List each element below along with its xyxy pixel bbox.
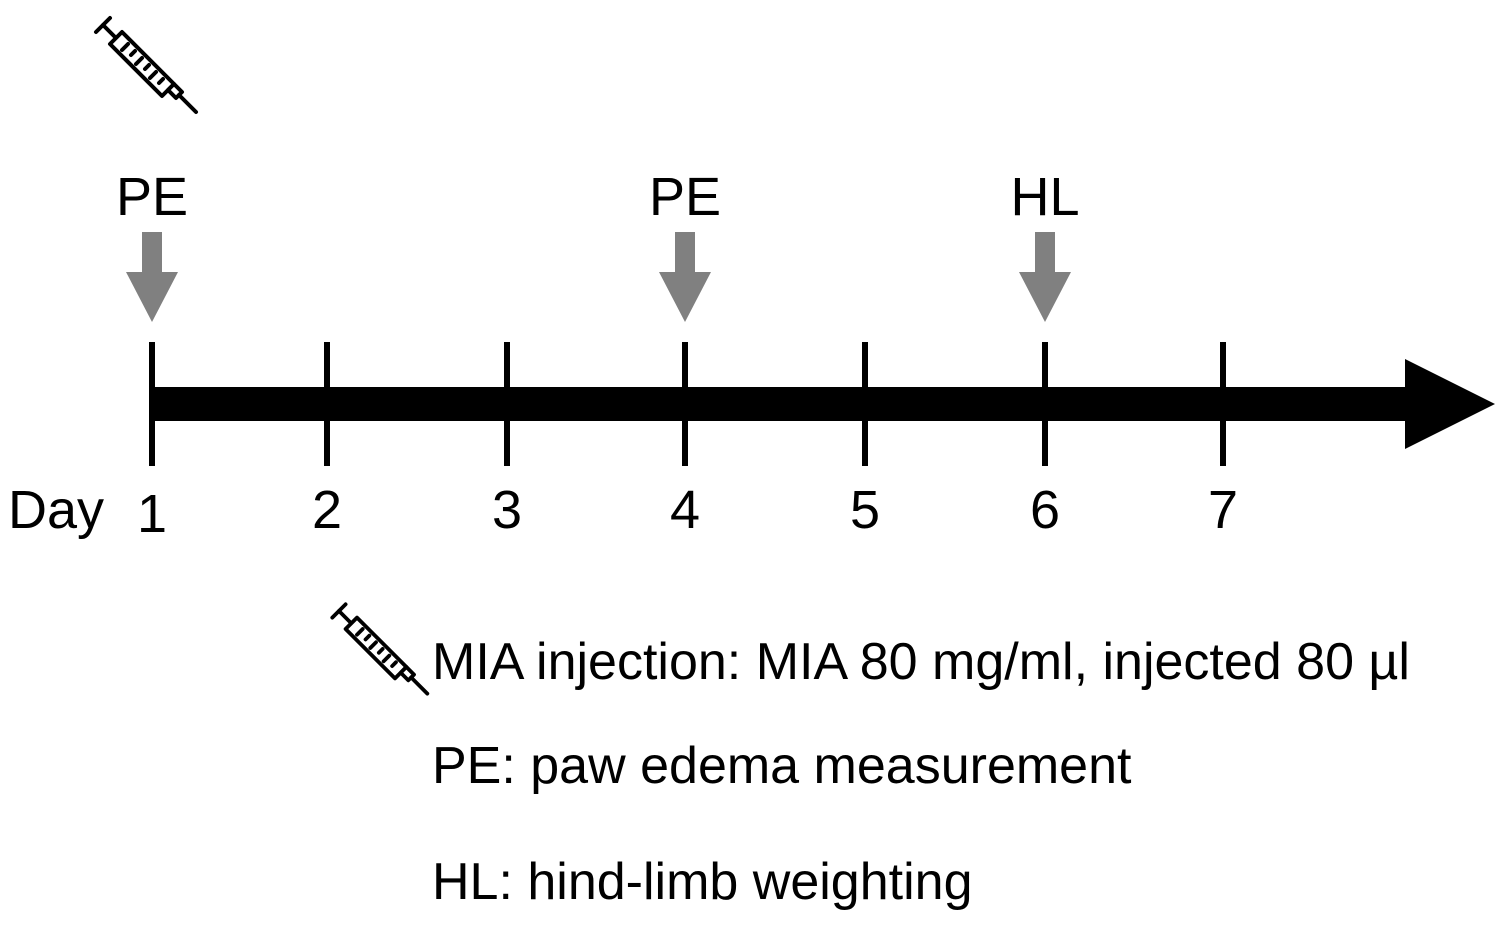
day-number-label: 7 bbox=[1207, 480, 1239, 540]
timeline-arrowhead bbox=[1405, 359, 1495, 449]
event-label: PE bbox=[115, 167, 189, 227]
event-label: HL bbox=[1010, 167, 1080, 227]
down-arrow-icon bbox=[126, 232, 178, 322]
down-arrow-icon bbox=[1019, 232, 1071, 322]
timeline-axis bbox=[150, 387, 1410, 421]
day-number-label: 5 bbox=[849, 480, 881, 540]
day-tick bbox=[149, 342, 155, 466]
day-tick bbox=[324, 342, 330, 466]
day-number-label: 2 bbox=[311, 480, 343, 540]
down-arrow-icon bbox=[659, 232, 711, 322]
legend-pe-text: PE: paw edema measurement bbox=[432, 737, 1132, 795]
day-tick bbox=[862, 342, 868, 466]
event-label: PE bbox=[648, 167, 722, 227]
day-axis-label: Day bbox=[8, 480, 105, 540]
day-number-label: 4 bbox=[669, 480, 701, 540]
day-number-label: 1 bbox=[136, 484, 168, 544]
syringe-icon bbox=[330, 602, 430, 696]
day-tick bbox=[1042, 342, 1048, 466]
syringe-icon bbox=[94, 16, 198, 114]
day-tick bbox=[1220, 342, 1226, 466]
day-tick bbox=[504, 342, 510, 466]
day-tick bbox=[682, 342, 688, 466]
legend-hl-text: HL: hind-limb weighting bbox=[432, 853, 973, 911]
day-number-label: 6 bbox=[1029, 480, 1061, 540]
legend-injection-text: MIA injection: MIA 80 mg/ml, injected 80… bbox=[432, 633, 1410, 691]
day-number-label: 3 bbox=[491, 480, 523, 540]
